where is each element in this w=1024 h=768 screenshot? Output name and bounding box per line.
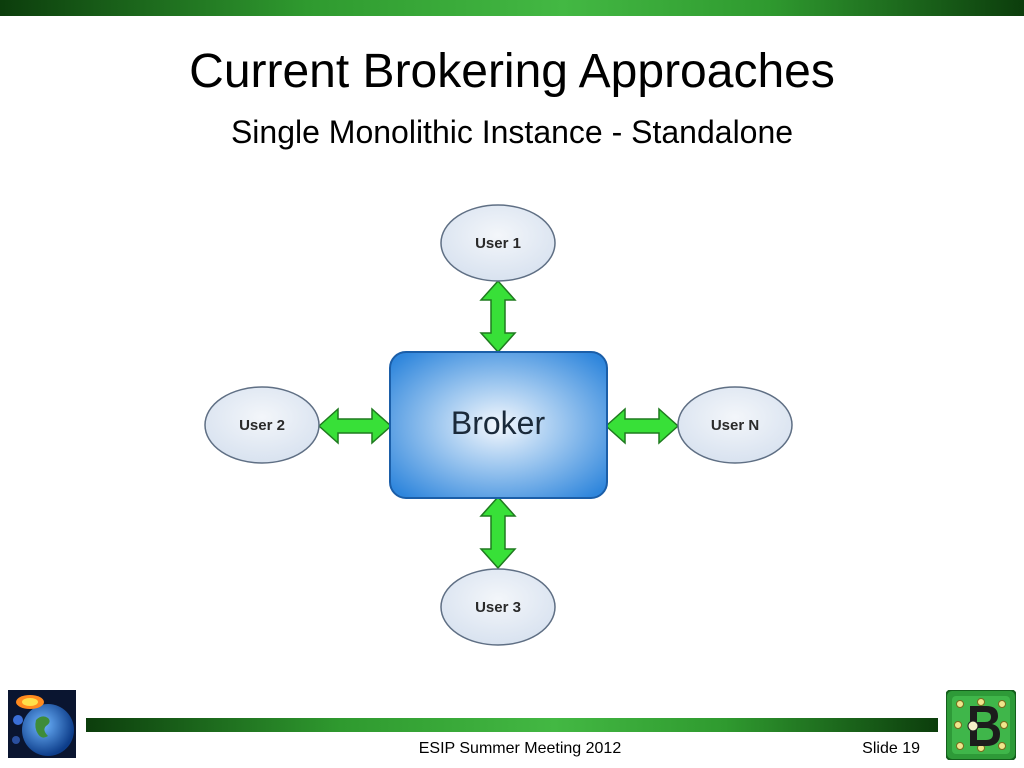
slide-number: Slide 19	[862, 740, 920, 757]
user-label: User 3	[475, 599, 521, 616]
slide-subtitle: Single Monolithic Instance - Standalone	[230, 114, 794, 150]
arrow-broker-user3	[479, 495, 517, 570]
broker-label: Broker	[451, 405, 546, 441]
arrow-user2-broker	[317, 407, 393, 445]
earth-globe-icon	[8, 690, 76, 758]
user-node-n: User N	[677, 386, 793, 464]
user-node-2: User 2	[204, 386, 320, 464]
b-letter-board-icon	[946, 690, 1016, 760]
user-label: User N	[711, 417, 759, 434]
user-label: User 2	[239, 417, 285, 434]
user-node-1: User 1	[440, 204, 556, 282]
top-accent-bar	[0, 0, 1024, 16]
arrow-broker-usern	[604, 407, 680, 445]
slide-title: Current Brokering Approaches	[189, 45, 835, 98]
footer-text: ESIP Summer Meeting 2012	[418, 740, 622, 757]
bottom-accent-bar	[86, 718, 938, 732]
broker-node: Broker	[389, 351, 608, 499]
user-label: User 1	[475, 235, 521, 252]
arrow-user1-broker	[479, 279, 517, 354]
user-node-3: User 3	[440, 568, 556, 646]
